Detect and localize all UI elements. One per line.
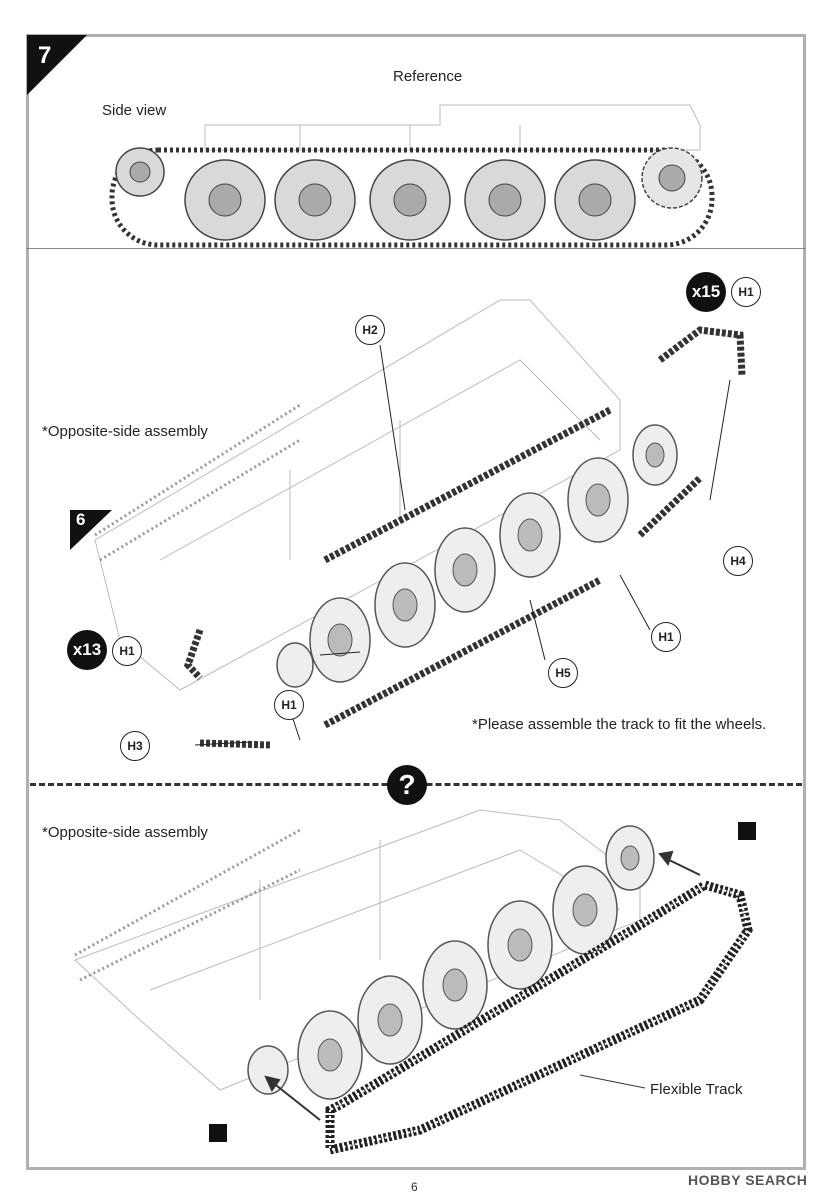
prev-step-number: 6 [96,1013,106,1032]
part-label-h5: H5 [548,658,578,688]
reference-title: Reference [393,68,463,85]
part-label-h4: H4 [723,546,753,576]
prev-step-number: 6 [76,510,86,529]
part-label-h1: H1 [112,636,142,666]
part-label-h1: H1 [274,690,304,720]
part-label-h2: H2 [355,315,385,345]
flexible-track-label: Flexible Track [650,1081,743,1098]
question-mark-icon: ? [387,765,427,805]
step-number: 7 [38,42,52,69]
part-label-h1: H1 [731,277,761,307]
quantity-badge-x15: x15 [686,272,726,312]
opposite-side-note: *Opposite-side assembly [42,423,208,440]
part-label-h3: H3 [120,731,150,761]
opposite-side-note: *Opposite-side assembly [42,824,208,841]
side-view-label: Side view [102,102,167,119]
assemble-track-note: *Please assemble the track to fit the wh… [472,716,767,733]
page-frame [26,34,806,1170]
square-marker-icon [738,822,756,840]
quantity-badge-x13: x13 [67,630,107,670]
track-assembly-illustration [70,294,746,749]
step-number-badge [27,35,87,95]
watermark: HOBBY SEARCH [688,1172,808,1188]
side-view-illustration [109,104,715,248]
part-label-h1: H1 [651,622,681,652]
square-marker-icon [209,1124,227,1142]
page-number: 6 [411,1180,418,1194]
section-divider [26,248,806,249]
